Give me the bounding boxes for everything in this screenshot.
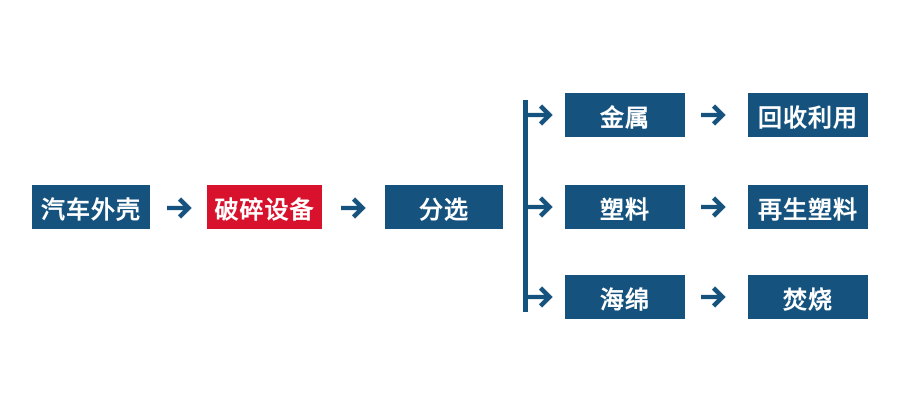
flow-node-metal-label: 金属 — [600, 104, 650, 132]
arrow-right-icon — [701, 286, 726, 308]
flow-node-plastic-label: 塑料 — [600, 196, 650, 224]
arrow-right-icon — [701, 196, 726, 218]
flow-node-crushing-equipment-label: 破碎设备 — [214, 196, 315, 224]
flow-node-sorting: 分选 — [385, 185, 503, 229]
flow-node-car-shell: 汽车外壳 — [32, 185, 150, 229]
flow-node-sponge: 海绵 — [565, 275, 685, 319]
arrow-right-icon — [341, 197, 366, 219]
flow-node-plastic: 塑料 — [565, 185, 685, 229]
flow-node-recycled-plastic-label: 再生塑料 — [758, 196, 858, 224]
arrow-right-icon — [701, 104, 726, 126]
flow-node-recycled-plastic: 再生塑料 — [748, 185, 868, 229]
flow-node-incineration-label: 焚烧 — [783, 286, 833, 314]
arrow-right-icon — [528, 286, 553, 308]
branch-connector-line — [523, 100, 528, 312]
arrow-right-icon — [167, 197, 192, 219]
flow-node-sponge-label: 海绵 — [600, 286, 650, 314]
flow-node-sorting-label: 分选 — [419, 196, 469, 224]
flow-node-metal: 金属 — [565, 93, 685, 137]
flow-node-crushing-equipment: 破碎设备 — [207, 185, 322, 229]
arrow-right-icon — [528, 196, 553, 218]
arrow-right-icon — [528, 104, 553, 126]
flow-node-incineration: 焚烧 — [748, 275, 868, 319]
flow-node-car-shell-label: 汽车外壳 — [41, 196, 141, 224]
flow-node-recycling-label: 回收利用 — [758, 104, 858, 132]
flow-node-recycling: 回收利用 — [748, 93, 868, 137]
